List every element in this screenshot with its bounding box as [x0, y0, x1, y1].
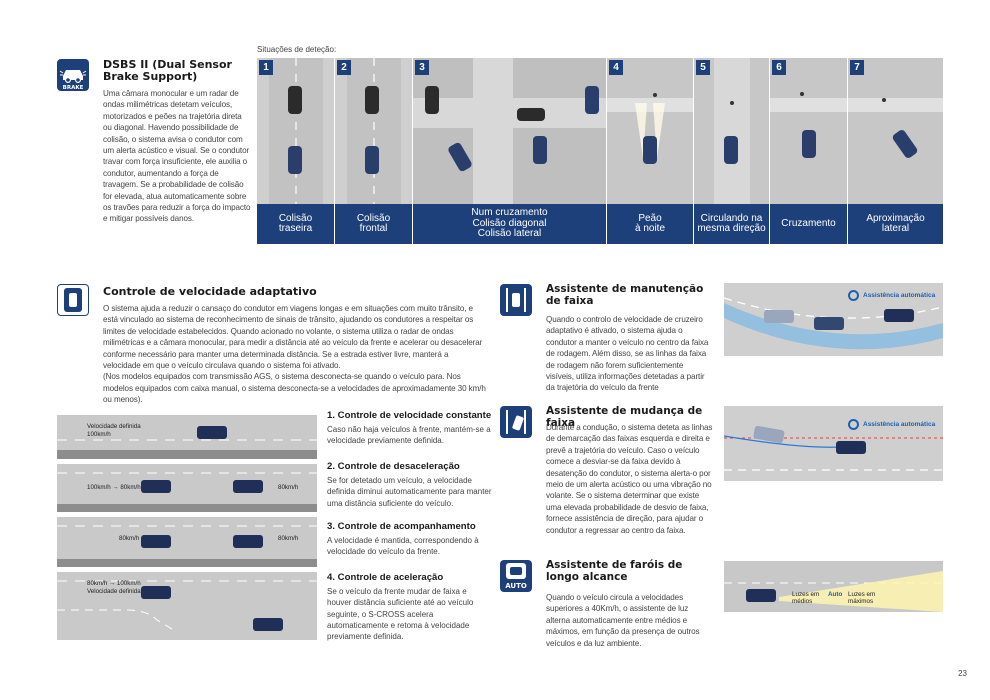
acc-scene-following: 80km/h 80km/h — [57, 517, 317, 567]
steering-wheel-icon — [848, 290, 859, 301]
brake-icon: BRAKE — [57, 59, 89, 91]
lane-keep-text: Quando o controlo de velocidade de cruze… — [546, 315, 709, 393]
step-1-text: Caso não haja veículos à frente, mantém-… — [327, 425, 491, 446]
situation-number: 3 — [415, 60, 429, 75]
lane-change-illustration: Assistência automática — [724, 406, 943, 481]
lane-keep-title: Assistente de manutenção de faixa — [546, 283, 704, 307]
high-beam-illustration: Luzes em médios Auto Luzes em máximos — [724, 561, 943, 612]
situation-number: 6 — [772, 60, 786, 75]
situation-panel-6: 6 Cruzamento — [770, 58, 848, 244]
night-pedestrian-illustration — [607, 58, 693, 204]
lane-keep-icon — [500, 284, 532, 316]
acc-title: Controle de velocidade adaptativo — [103, 285, 317, 298]
situation-panel-5: 5 Circulando na mesma direção — [694, 58, 770, 244]
situation-caption: Colisão frontal — [335, 204, 412, 244]
auto-high-beam-icon: AUTO — [500, 560, 532, 592]
step-3-title: 3. Controle de acompanhamento — [327, 521, 476, 532]
situation-panel-2: 2 Colisão frontal — [335, 58, 413, 244]
scene-speed-label: Velocidade definida 100km/h — [87, 423, 141, 438]
situation-caption: Cruzamento — [770, 204, 847, 244]
acc-scene-deceleration: 100km/h → 80km/h 80km/h — [57, 464, 317, 512]
page-number: 23 — [958, 669, 967, 678]
rear-collision-illustration — [269, 58, 323, 204]
lane-change-title: Assistente de mudança de faixa — [546, 405, 703, 429]
step-2-text: Se for detetado um veículo, a velocidade… — [327, 476, 492, 508]
acc-scene-constant: Velocidade definida 100km/h — [57, 410, 317, 459]
same-direction-illustration — [694, 58, 769, 204]
scene-speed-right: 80km/h — [278, 535, 299, 542]
scene-speed-label: 80km/h → 100km/h Velocidade definida — [87, 580, 141, 595]
scene-speed-left: 100km/h → 80km/h — [87, 484, 141, 491]
lane-keep-illustration: Assistência automática — [724, 283, 943, 356]
situation-panel-4: 4 Peão à noite — [607, 58, 694, 244]
situation-number: 7 — [850, 60, 864, 75]
brake-icon-label: BRAKE — [63, 85, 84, 91]
steering-wheel-icon — [848, 419, 859, 430]
situation-caption: Peão à noite — [607, 204, 693, 244]
situations-label: Situações de deteção: — [257, 45, 337, 54]
crossing-illustration — [770, 58, 847, 204]
situation-caption: Num cruzamento Colisão diagonal Colisão … — [413, 204, 606, 244]
step-4-title: 4. Controle de aceleração — [327, 572, 444, 583]
auto-icon-label: AUTO — [505, 582, 527, 590]
intersection-illustration — [413, 58, 606, 204]
dsbs-text: Uma câmara monocular e um radar de ondas… — [103, 89, 251, 224]
auto-toggle-label: Auto — [828, 591, 843, 598]
situation-caption: Colisão traseira — [257, 204, 334, 244]
detection-situations: 1 Colisão traseira 2 Colisão frontal 3 N… — [257, 58, 943, 244]
side-approach-illustration — [848, 58, 943, 204]
situation-panel-3: 3 Num cruzamento Colisão diagonal Colisã… — [413, 58, 607, 244]
high-beam-label: Luzes em máximos — [848, 591, 876, 605]
dsbs-title: DSBS II (Dual Sensor Brake Support) — [103, 58, 232, 84]
step-2-title: 2. Controle de desaceleração — [327, 461, 460, 472]
scene-speed-left: 80km/h — [119, 535, 140, 542]
step-3-text: A velocidade é mantida, correspondendo à… — [327, 536, 479, 557]
situation-panel-1: 1 Colisão traseira — [257, 58, 335, 244]
situation-caption: Aproximação lateral — [848, 204, 943, 244]
adaptive-cruise-icon — [57, 284, 89, 316]
high-beam-title: Assistente de faróis de longo alcance — [546, 559, 683, 583]
step-4-text: Se o veículo da frente mudar de faixa e … — [327, 587, 474, 642]
lane-change-tag: Assistência automática — [863, 421, 936, 428]
scene-speed-right: 80km/h — [278, 484, 299, 491]
lane-keep-tag: Assistência automática — [863, 292, 936, 299]
situation-caption: Circulando na mesma direção — [694, 204, 769, 244]
lane-departure-icon — [500, 406, 532, 438]
situation-number: 1 — [259, 60, 273, 75]
high-beam-text: Quando o veículo circula a velocidades s… — [546, 593, 700, 648]
low-beam-label: Luzes em médios — [792, 591, 820, 605]
situation-number: 4 — [609, 60, 623, 75]
situation-number: 2 — [337, 60, 351, 75]
acc-text: O sistema ajuda a reduzir o cansaço do c… — [103, 304, 486, 405]
step-1-title: 1. Controle de velocidade constante — [327, 410, 492, 421]
situation-panel-7: 7 Aproximação lateral — [848, 58, 943, 244]
acc-scene-acceleration: 80km/h → 100km/h Velocidade definida — [57, 572, 317, 640]
front-collision-illustration — [347, 58, 401, 204]
lane-change-text: Durante a condução, o sistema deteta as … — [546, 423, 713, 535]
situation-number: 5 — [696, 60, 710, 75]
